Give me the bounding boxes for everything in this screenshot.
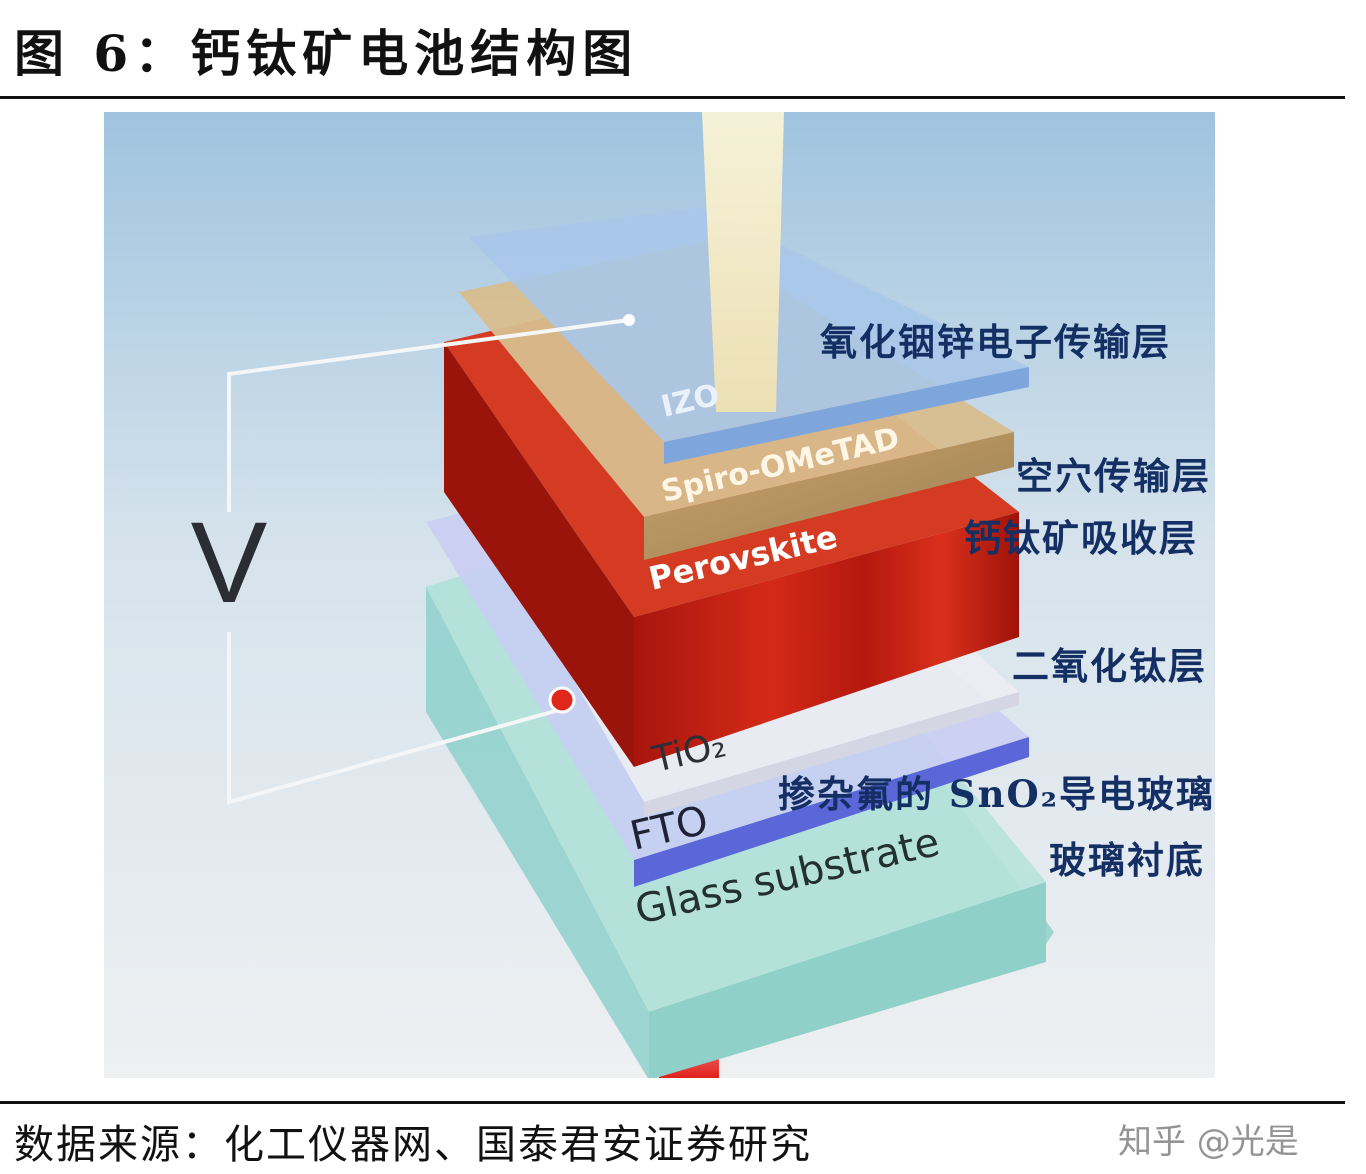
annotation-spiro: 空穴传输层 bbox=[1016, 454, 1211, 498]
annotation-glass: 玻璃衬底 bbox=[1049, 838, 1205, 882]
voltage-symbol: V bbox=[191, 499, 268, 627]
title-divider bbox=[0, 96, 1345, 99]
source-note: 数据来源：化工仪器网、国泰君安证券研究 bbox=[14, 1122, 812, 1168]
annotation-izo: 氧化铟锌电子传输层 bbox=[820, 320, 1171, 364]
annotation-fto: 掺杂氟的 SnO₂导电玻璃 bbox=[778, 772, 1215, 816]
source-divider bbox=[0, 1101, 1345, 1104]
figure-title: 图 6：钙钛矿电池结构图 bbox=[14, 24, 639, 83]
bottom-contact bbox=[548, 686, 576, 714]
top-contact bbox=[623, 314, 635, 326]
external-circuit bbox=[227, 318, 630, 805]
watermark: 知乎 @光是 bbox=[1118, 1122, 1299, 1162]
annotation-tio2: 二氧化钛层 bbox=[1012, 644, 1207, 688]
annotation-perovskite: 钙钛矿吸收层 bbox=[964, 516, 1198, 560]
perovskite-cell-diagram: V IZO Spiro-OMeTAD Perovskite TiO₂ FTO G… bbox=[104, 112, 1215, 1078]
incident-light-beam bbox=[702, 112, 784, 412]
